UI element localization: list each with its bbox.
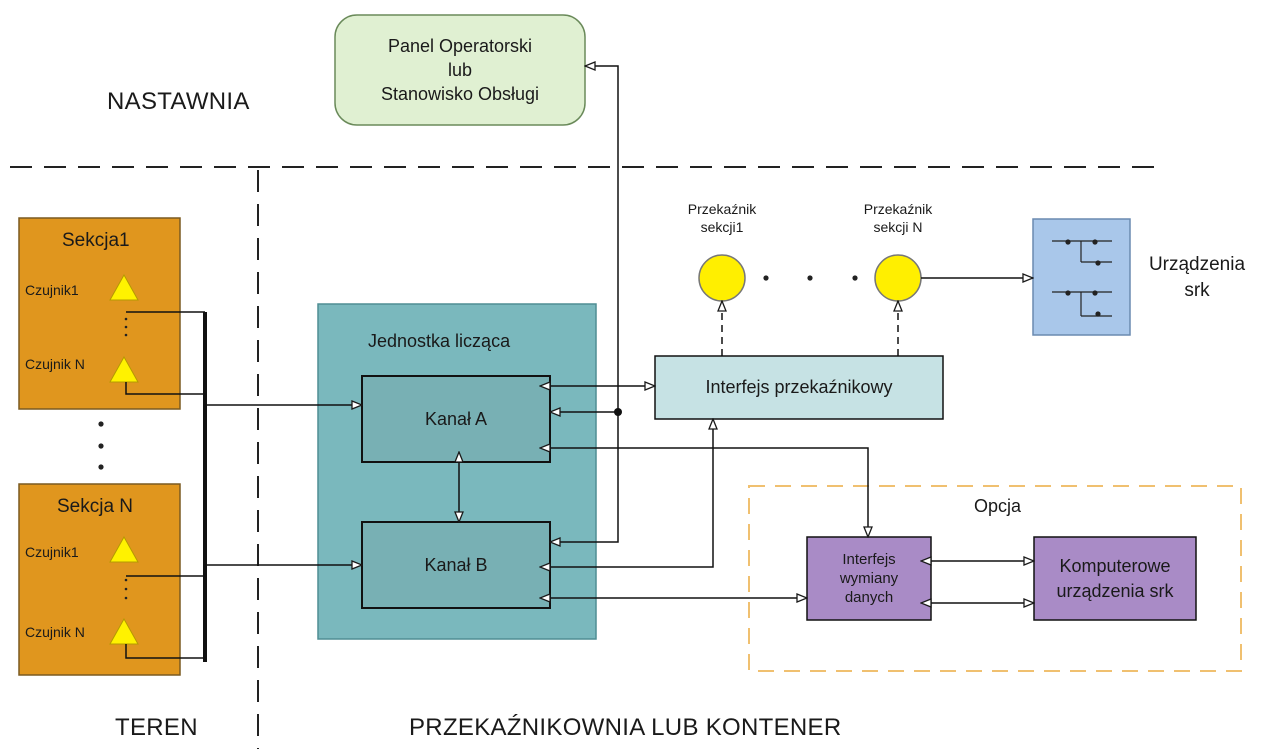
sensor-wiring bbox=[125, 311, 205, 659]
computer-srk-line-2: urządzenia srk bbox=[1056, 580, 1174, 601]
computing-unit-title: Jednostka licząca bbox=[368, 331, 511, 351]
operator-panel: Panel Operatorski lub Stanowisko Obsługi bbox=[335, 15, 585, 125]
srk-contacts-icon bbox=[1052, 239, 1112, 317]
sensor-triangle bbox=[109, 617, 139, 645]
data-interface-line-1: Interfejs bbox=[842, 551, 896, 568]
data-interface-line-3: danych bbox=[844, 589, 894, 606]
relay-1-label-line-1: Przekaźnik bbox=[687, 201, 757, 217]
panel-line-2: lub bbox=[447, 60, 473, 80]
srk-devices-label-line-1: Urządzenia bbox=[1148, 254, 1246, 275]
data-exchange-interface: Interfejs wymiany danych bbox=[807, 537, 931, 620]
relay-n-label-line-2: sekcji N bbox=[873, 219, 923, 235]
relay-n-label: Przekaźnik sekcji N bbox=[848, 198, 948, 238]
section-1-sensor-1-label: Czujnik1 bbox=[25, 282, 79, 298]
section-1-sensor-n-label: Czujnik N bbox=[25, 356, 85, 372]
relay-n-circle bbox=[874, 254, 922, 302]
ellipsis-dots bbox=[124, 317, 128, 600]
option-title: Opcja bbox=[974, 496, 1022, 516]
channel-b-label: Kanał B bbox=[424, 554, 488, 575]
section-n-sensor-n-label: Czujnik N bbox=[25, 624, 85, 640]
section-1-box bbox=[18, 217, 181, 410]
computer-srk-box bbox=[1033, 536, 1197, 621]
data-interface-line-2: wymiany bbox=[839, 570, 899, 587]
relays-ellipsis-dots bbox=[763, 275, 858, 281]
relay-interface-box bbox=[654, 355, 944, 420]
srk-devices-label: Urządzenia srk bbox=[1137, 252, 1257, 304]
relay-1-circle bbox=[698, 254, 746, 302]
junction-dot bbox=[614, 408, 622, 416]
option-frame bbox=[748, 485, 1242, 672]
relay-1-label: Przekaźnik sekcji1 bbox=[672, 198, 772, 238]
srk-devices-label-line-2: srk bbox=[1184, 280, 1210, 301]
sensor-triangle bbox=[109, 355, 139, 383]
relay-drive-lines bbox=[722, 301, 898, 356]
srk-devices-box bbox=[1032, 218, 1131, 336]
section-n-box bbox=[18, 483, 181, 676]
section-n-title: Sekcja N bbox=[57, 496, 134, 517]
sections-ellipsis-dots bbox=[98, 421, 104, 470]
computer-srk-line-1: Komputerowe bbox=[1059, 555, 1171, 576]
channel-a-label: Kanał A bbox=[424, 408, 488, 429]
panel-line-3: Stanowisko Obsługi bbox=[380, 84, 540, 104]
region-label-teren: TEREN bbox=[115, 714, 198, 741]
sensor-triangle bbox=[109, 273, 139, 301]
relay-interface-label: Interfejs przekaźnikowy bbox=[705, 377, 893, 397]
channel-b-box bbox=[361, 521, 551, 609]
sensor-triangle bbox=[109, 535, 139, 563]
connections bbox=[205, 66, 1034, 603]
section-1-title: Sekcja1 bbox=[62, 230, 130, 251]
relay-1-label-line-2: sekcji1 bbox=[700, 219, 744, 235]
region-label-przekaznikownia: PRZEKAŹNIKOWNIA LUB KONTENER bbox=[409, 714, 842, 741]
relay-n-label-line-1: Przekaźnik bbox=[863, 201, 933, 217]
panel-line-1: Panel Operatorski bbox=[387, 36, 533, 56]
data-exchange-interface-box bbox=[806, 536, 932, 621]
computer-srk: Komputerowe urządzenia srk bbox=[1034, 537, 1196, 620]
region-label-nastawnia: NASTAWNIA bbox=[107, 88, 250, 115]
section-n-sensor-1-label: Czujnik1 bbox=[25, 544, 79, 560]
